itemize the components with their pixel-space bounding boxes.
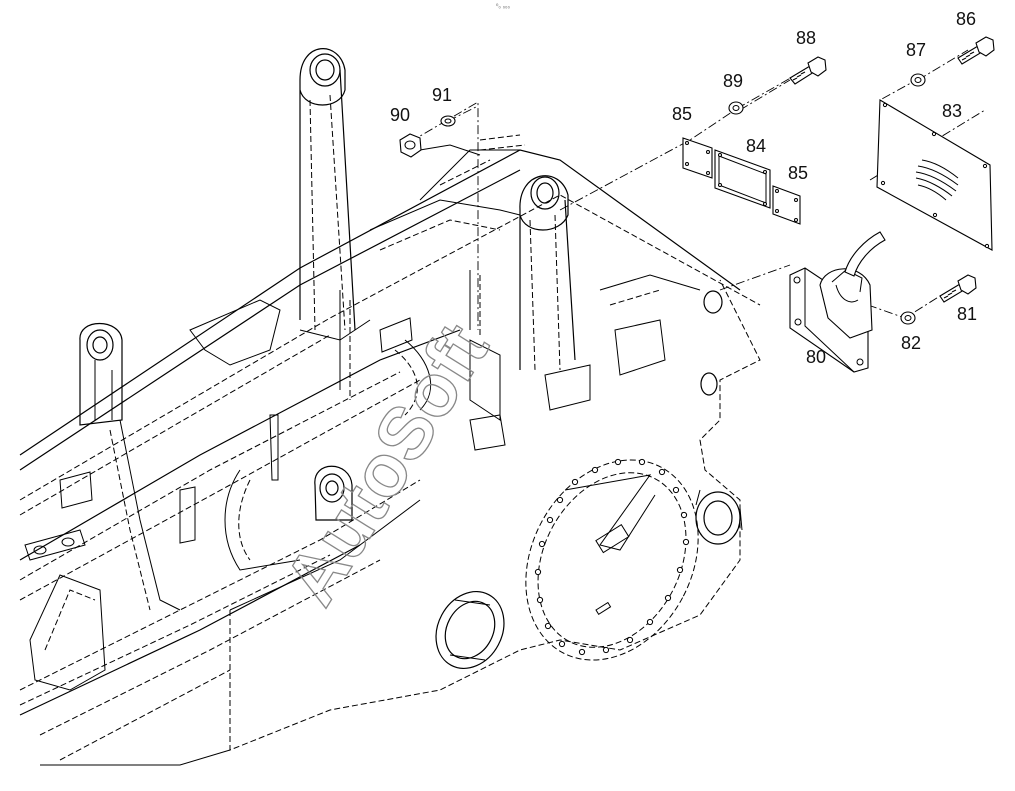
callout-90: 90 bbox=[390, 105, 410, 125]
callout-85-left: 85 bbox=[672, 104, 692, 124]
callout-85-right: 85 bbox=[788, 163, 808, 183]
mount-80 bbox=[789, 231, 886, 373]
callout-84: 84 bbox=[746, 136, 766, 156]
bolt-86 bbox=[957, 36, 995, 65]
washer-91 bbox=[440, 115, 456, 127]
bolt-81 bbox=[939, 274, 977, 303]
washer-89 bbox=[728, 101, 744, 115]
callout-labels: 86 87 88 89 83 85 84 85 91 90 81 82 80 bbox=[390, 9, 977, 367]
plate-84 bbox=[714, 149, 771, 209]
callout-81: 81 bbox=[957, 304, 977, 324]
watermark-text: AutoSoft bbox=[268, 310, 504, 619]
washer-82 bbox=[900, 311, 916, 325]
callout-86: 86 bbox=[956, 9, 976, 29]
callout-91: 91 bbox=[432, 85, 452, 105]
vent-grille bbox=[915, 159, 959, 201]
plate-85-left bbox=[682, 137, 713, 179]
callout-83: 83 bbox=[942, 101, 962, 121]
main-frame bbox=[19, 48, 761, 766]
plate-85-right bbox=[772, 185, 801, 225]
nut-90 bbox=[399, 133, 422, 158]
bolt-88 bbox=[789, 56, 827, 85]
bearing-bolt-holes bbox=[534, 458, 690, 656]
cover-plate-83 bbox=[876, 99, 993, 251]
washer-87 bbox=[910, 73, 926, 87]
callout-80: 80 bbox=[806, 347, 826, 367]
callout-89: 89 bbox=[723, 71, 743, 91]
callout-88: 88 bbox=[796, 28, 816, 48]
callout-82: 82 bbox=[901, 333, 921, 353]
callout-87: 87 bbox=[906, 40, 926, 60]
header-mark: ⁰₀ ₀₀₀ bbox=[496, 3, 511, 10]
